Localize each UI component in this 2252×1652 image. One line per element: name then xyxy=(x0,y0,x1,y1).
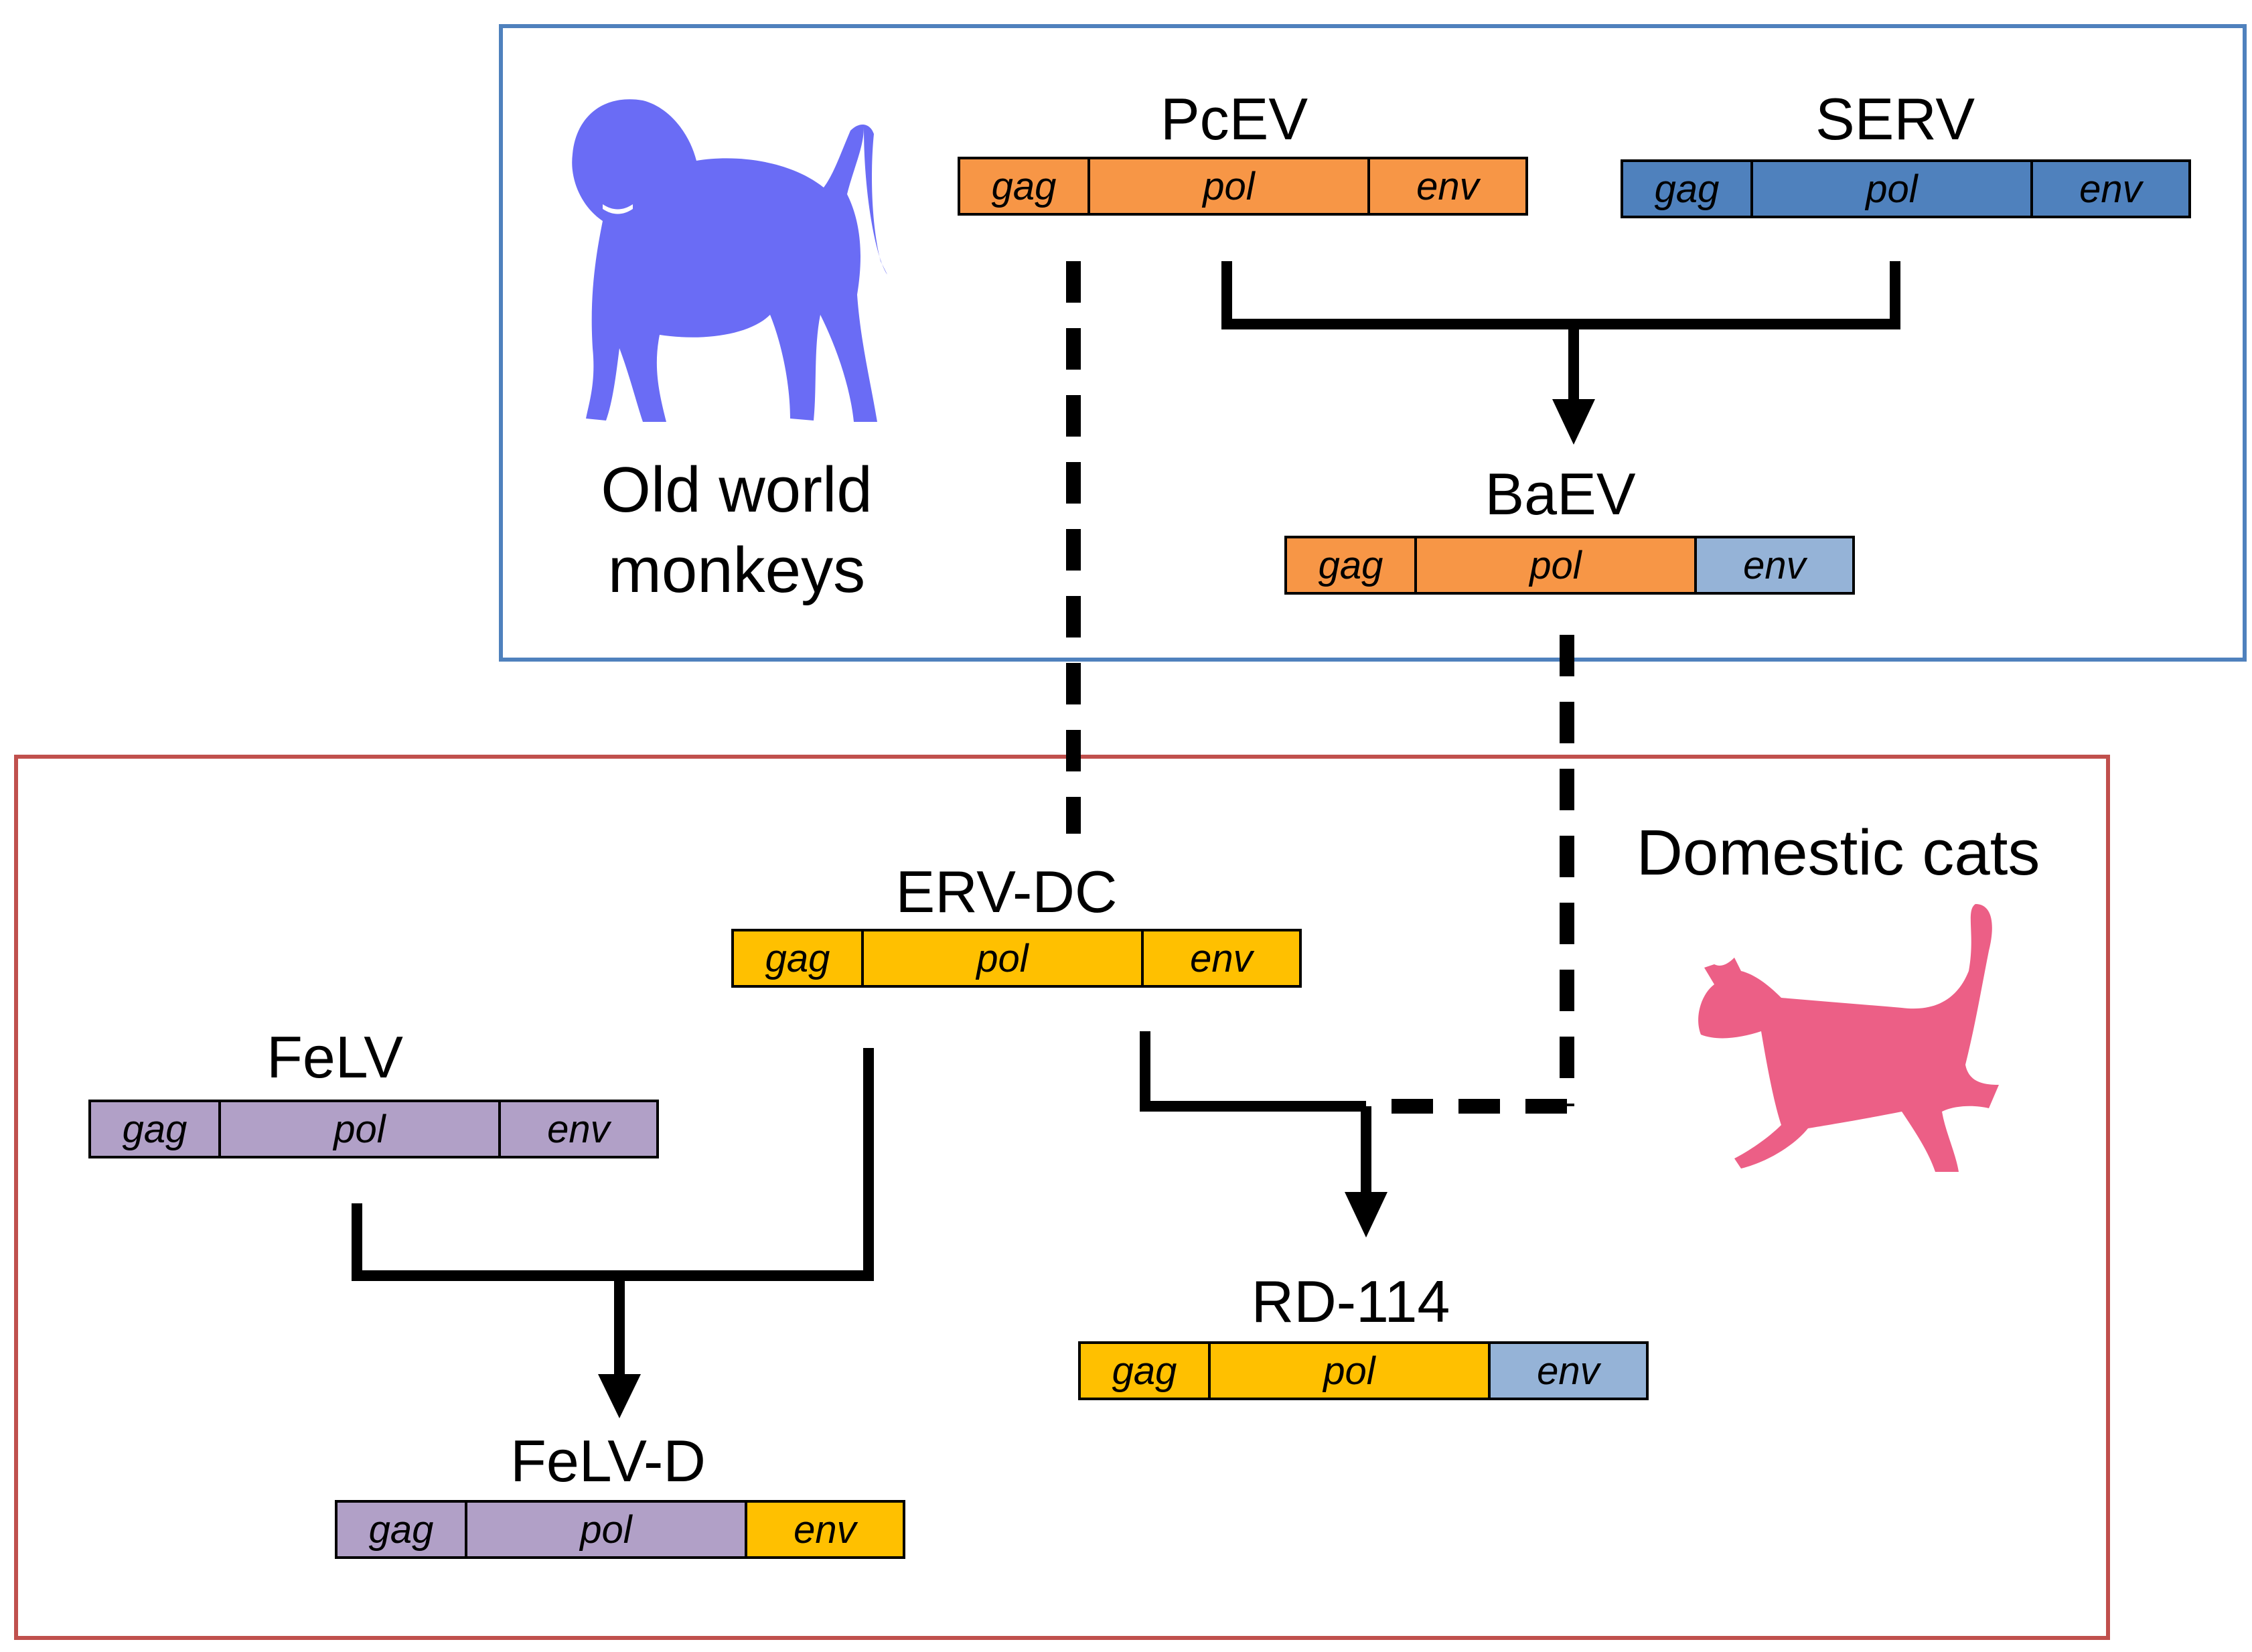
felv-d-genome: gag pol env xyxy=(335,1500,905,1559)
erv-dc-name: ERV-DC xyxy=(895,858,1118,925)
pcev-genome: gag pol env xyxy=(958,157,1528,216)
erv-dc-env-segment: env xyxy=(1143,931,1299,985)
cat-icon xyxy=(1698,904,1999,1172)
felv-d-gag-segment: gag xyxy=(337,1503,468,1556)
baev-pol-segment: pol xyxy=(1417,538,1697,592)
felv-name: FeLV xyxy=(267,1024,403,1090)
pcev-gag-segment: gag xyxy=(960,159,1091,213)
felv-d-env-segment: env xyxy=(747,1503,903,1556)
felv-gag-segment: gag xyxy=(91,1102,222,1156)
pcev-pol-segment: pol xyxy=(1090,159,1370,213)
felv-genome: gag pol env xyxy=(88,1100,659,1158)
baboon-icon xyxy=(572,99,887,422)
old-world-monkeys-label-line1: Old world xyxy=(601,454,873,526)
baev-gag-segment: gag xyxy=(1287,538,1418,592)
rd-114-name: RD-114 xyxy=(1251,1268,1450,1335)
baev-genome: gag pol env xyxy=(1284,536,1855,595)
rd-114-env-segment: env xyxy=(1490,1344,1646,1398)
baev-arrow-head xyxy=(1552,399,1595,445)
erv-dc-pol-segment: pol xyxy=(864,931,1144,985)
old-world-monkeys-label: Old world monkeys xyxy=(601,450,872,611)
rd-114-gag-segment: gag xyxy=(1081,1344,1211,1398)
felv-pol-segment: pol xyxy=(221,1102,501,1156)
ervdc-rd114-merge-line xyxy=(1140,1031,1366,1112)
rd114-arrow-head xyxy=(1345,1192,1387,1237)
pcev-serv-merge-line xyxy=(1221,261,1900,329)
rd-114-pol-segment: pol xyxy=(1211,1344,1491,1398)
felv-d-name: FeLV-D xyxy=(510,1428,706,1494)
felvd-arrow-head xyxy=(598,1374,641,1418)
domestic-cats-region xyxy=(14,755,2110,1640)
pcev-env-segment: env xyxy=(1369,159,1525,213)
felv-env-segment: env xyxy=(500,1102,656,1156)
old-world-monkeys-label-line2: monkeys xyxy=(607,534,866,606)
old-world-monkeys-region xyxy=(499,24,2247,662)
serv-gag-segment: gag xyxy=(1623,162,1754,216)
erv-dc-gag-segment: gag xyxy=(734,931,865,985)
baev-name: BaEV xyxy=(1485,461,1636,527)
pcev-name: PcEV xyxy=(1160,86,1308,152)
felv-ervdc-merge-line xyxy=(352,1048,874,1281)
rd-114-genome: gag pol env xyxy=(1078,1341,1649,1400)
baev-env-segment: env xyxy=(1696,538,1852,592)
erv-dc-genome: gag pol env xyxy=(731,929,1302,988)
domestic-cats-label: Domestic cats xyxy=(1636,817,2040,889)
felv-d-pol-segment: pol xyxy=(467,1503,747,1556)
serv-env-segment: env xyxy=(2032,162,2188,216)
serv-genome: gag pol env xyxy=(1621,159,2191,218)
serv-pol-segment: pol xyxy=(1753,162,2033,216)
serv-name: SERV xyxy=(1815,86,1975,152)
